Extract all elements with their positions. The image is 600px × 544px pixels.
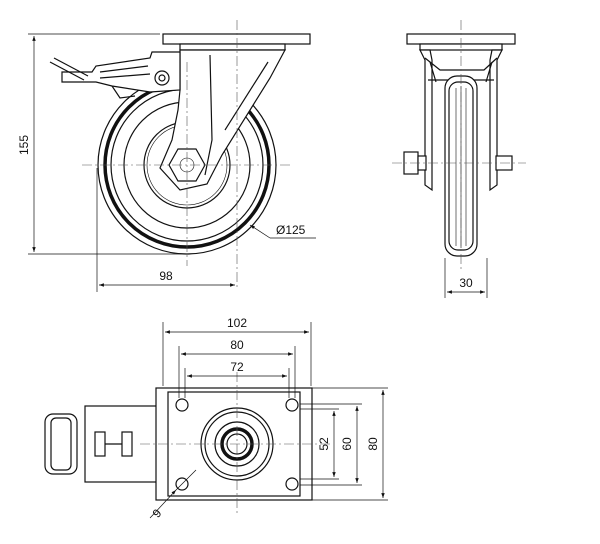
dim-hole: 9: [150, 506, 165, 521]
dim-bolt-spacing-outer: 80: [230, 338, 244, 352]
dim-bolt-spacing-v-outer: 60: [340, 437, 354, 451]
side-view: 155 98 Ø125: [17, 20, 316, 292]
dim-wheel-diameter: Ø125: [276, 223, 306, 237]
front-view: 30: [392, 20, 526, 298]
brake-pedal: [49, 51, 181, 99]
dim-plate-height: 80: [366, 437, 380, 451]
dim-plate-width: 102: [227, 316, 247, 330]
side-top-plate: [162, 33, 311, 45]
dim-width: 30: [459, 276, 473, 290]
dim-offset: 98: [159, 269, 173, 283]
top-view: 102 80 72 80 60 52 9: [44, 316, 388, 521]
dim-bolt-spacing-v-inner: 52: [317, 437, 331, 451]
dim-bolt-spacing-inner: 72: [230, 360, 244, 374]
dim-height: 155: [17, 135, 31, 155]
